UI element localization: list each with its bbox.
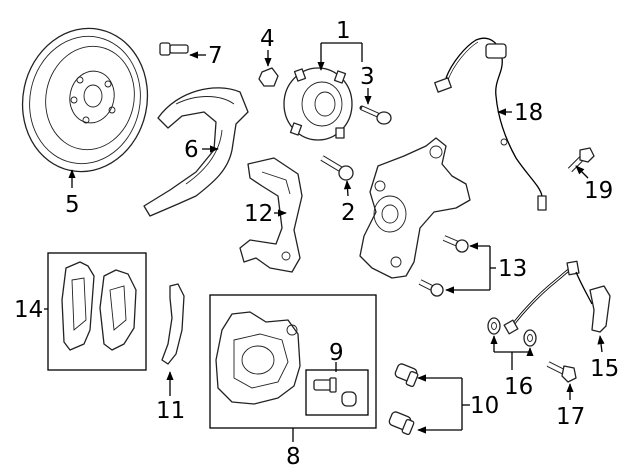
guide-pin-kit [313, 377, 357, 407]
washers [487, 317, 537, 347]
callout-13: 13 [498, 256, 527, 282]
brake-hose [503, 260, 611, 335]
knuckle-bolt [320, 155, 354, 181]
callout-10: 10 [470, 393, 499, 419]
callout-12: 12 [244, 201, 273, 227]
brake-pads-box [47, 252, 147, 371]
callout-11: 11 [156, 398, 185, 424]
callout-2: 2 [341, 200, 356, 226]
caliper-bracket [239, 157, 303, 273]
hub-nut [258, 67, 279, 87]
callout-3: 3 [360, 64, 375, 90]
callout-1: 1 [336, 18, 351, 44]
callout-4: 4 [260, 26, 275, 52]
sensor-bolt [567, 147, 595, 173]
splash-shield [143, 87, 249, 217]
brake-rotor [21, 27, 149, 173]
callout-18: 18 [514, 100, 543, 126]
callout-17: 17 [556, 404, 585, 430]
guide-pin-box [305, 369, 369, 416]
callout-5: 5 [65, 192, 80, 218]
callout-15: 15 [590, 356, 619, 382]
callout-8: 8 [286, 444, 301, 470]
callout-9: 9 [329, 340, 344, 366]
callout-7: 7 [208, 43, 223, 69]
knuckle-bolts [418, 235, 469, 297]
rotor-bolt [159, 42, 189, 56]
callout-19: 19 [584, 178, 613, 204]
callout-labels: 1 2 3 4 5 6 7 8 9 10 11 12 13 14 15 16 1… [14, 18, 619, 470]
hub-bolt [359, 105, 392, 125]
brake-caliper [215, 311, 301, 405]
callout-16: 16 [504, 374, 533, 400]
hub-bearing [283, 67, 353, 141]
callout-6: 6 [184, 137, 199, 163]
anti-rattle-clip [161, 283, 185, 365]
leader-lines [44, 42, 605, 442]
brake-pads [61, 261, 137, 351]
callout-14: 14 [14, 297, 43, 323]
abs-sensor [434, 37, 547, 211]
steering-knuckle [359, 137, 471, 279]
guide-pins [388, 363, 419, 436]
hose-bolt [546, 361, 577, 383]
